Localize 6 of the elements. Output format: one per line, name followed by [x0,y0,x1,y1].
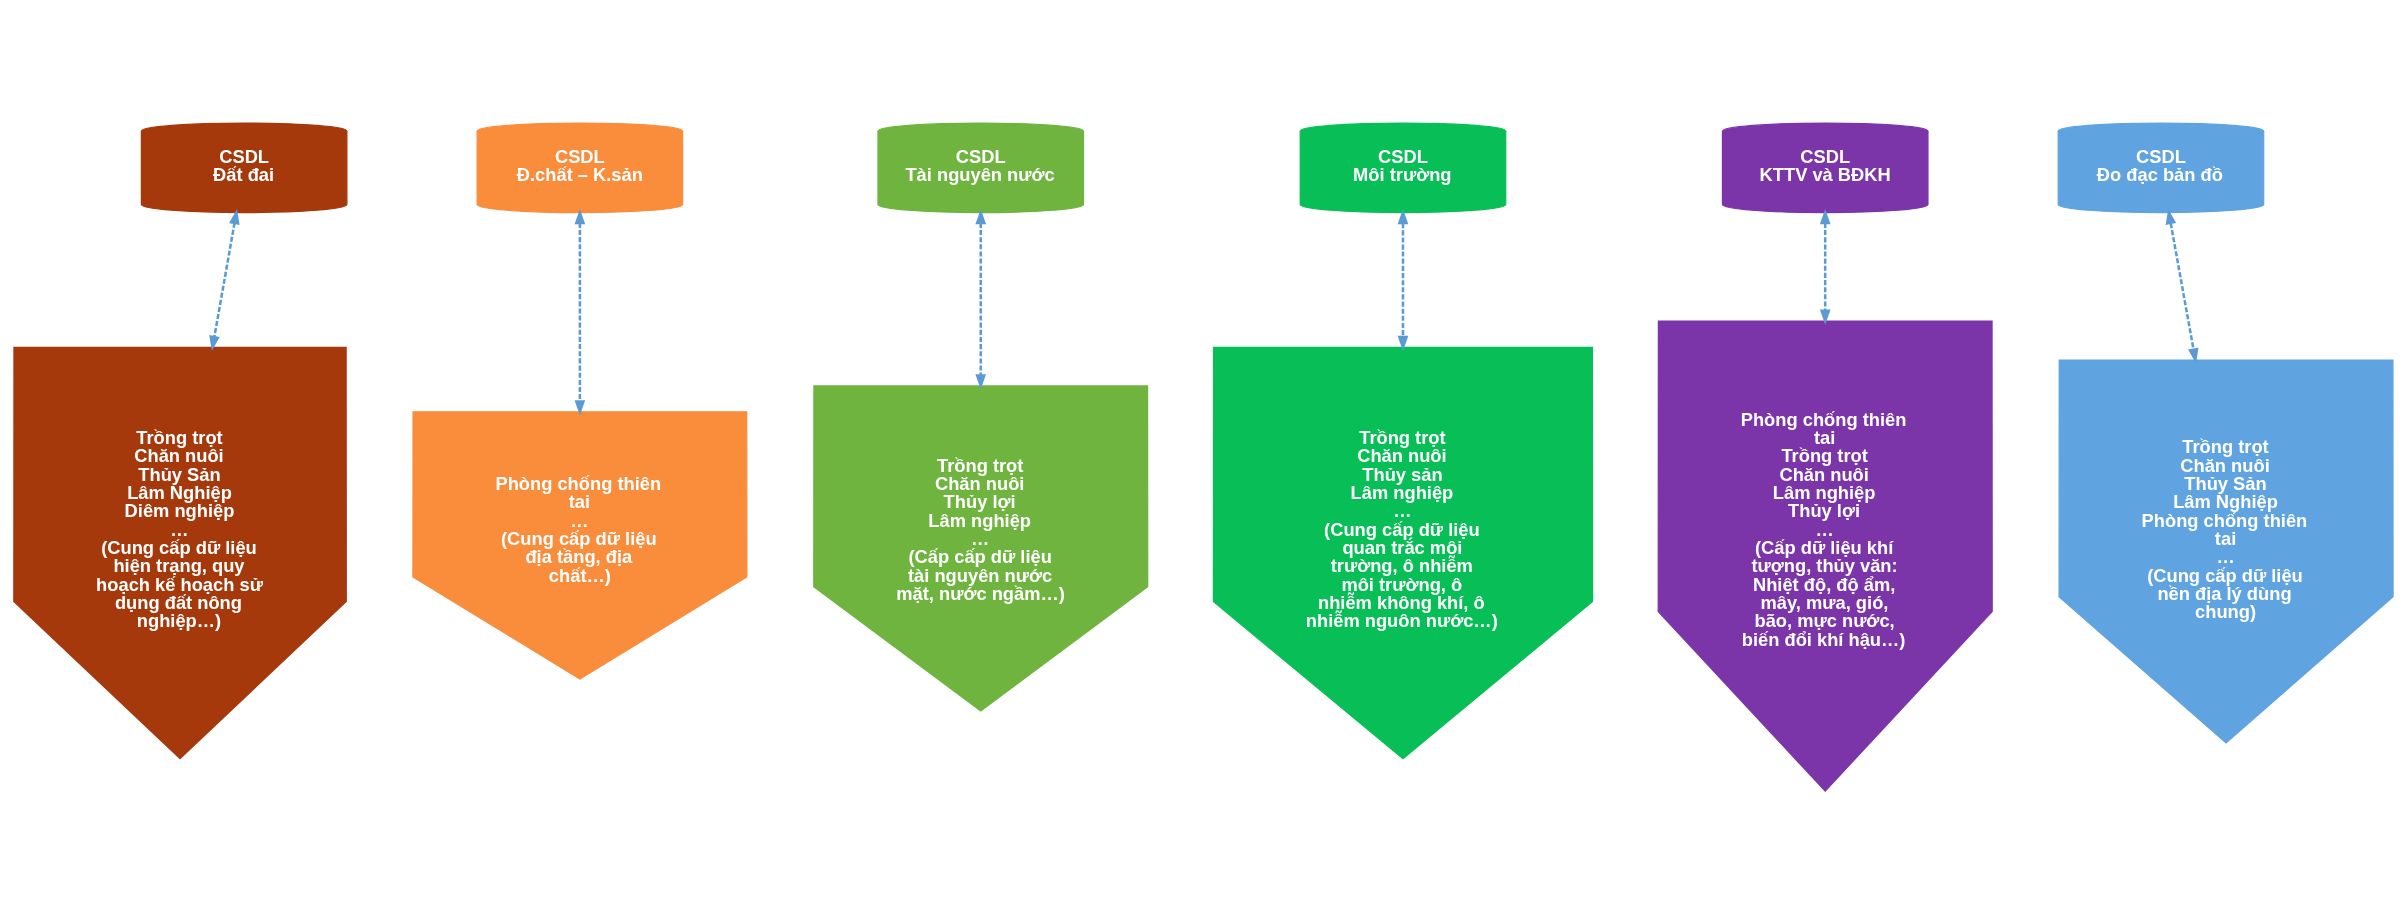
arrow [209,208,240,351]
arrow [1819,208,1831,325]
arrow [975,208,987,389]
arrow [574,208,586,415]
arrow [2165,208,2199,363]
arrow [1397,208,1409,351]
